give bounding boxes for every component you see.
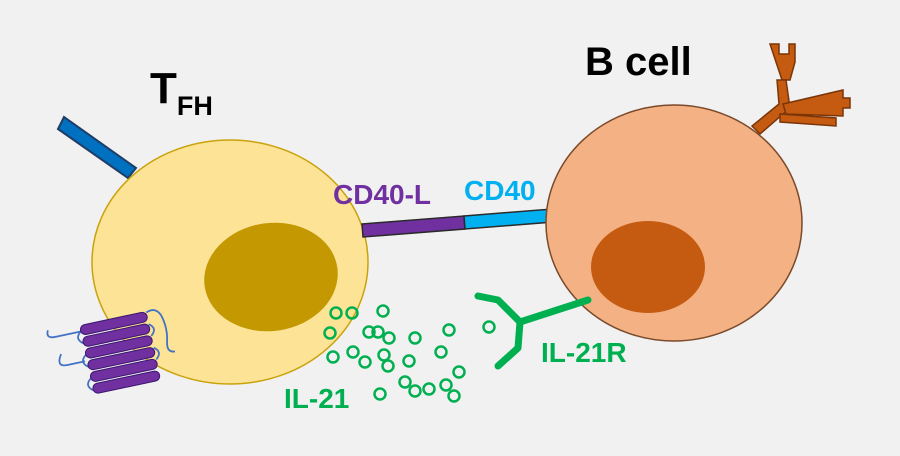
b-cell-label: B cell [585,40,692,84]
tfh-label-main: T [150,64,177,113]
cd40-bar [463,208,554,230]
tfh-cell [91,139,369,385]
il21-molecules [323,304,496,403]
b-cell [545,104,803,342]
membrane-protein-helices [79,311,161,394]
il21-label: IL-21 [284,383,349,414]
cd40l-cd40-bridge [361,208,554,238]
cd40-label: CD40 [464,175,536,206]
antibody-icon [750,43,851,136]
membrane-protein-loops [46,309,176,391]
tfh-label-sub: FH [177,91,213,121]
membrane-protein-icon [46,309,176,394]
b-nucleus [591,221,705,313]
tfh-label: TFH [150,64,213,121]
il21-receptor-icon [474,292,592,370]
cd40l-bar [361,215,466,238]
tfh-nucleus [204,222,338,332]
il21r-label: IL-21R [541,337,627,368]
cd40l-label: CD40-L [333,179,431,210]
tfh-surface-receptor [56,115,138,180]
